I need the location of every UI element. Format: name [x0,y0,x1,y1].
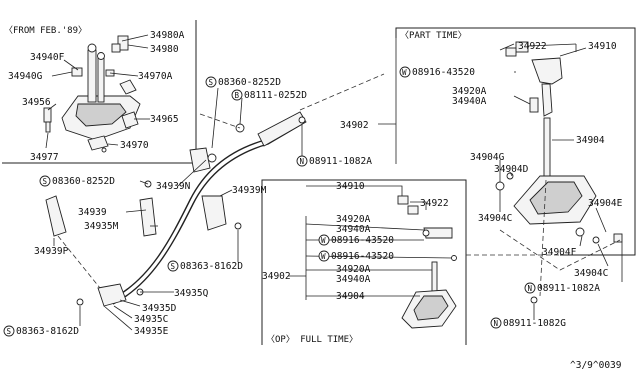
s-symbol-08363-b [3,325,15,337]
label-34904D: 34904D [494,164,529,175]
label-08911-1082A-a: 08911-1082A [309,156,372,167]
s-symbol-08363-a [167,260,179,272]
label-34922-pt: 34922 [518,41,547,52]
feb89-leaders [45,34,150,149]
part-time-caption: 〈PART TIME〉 [400,30,467,41]
label-34956: 34956 [22,97,51,108]
s-symbol-08360-b [39,175,51,187]
control-cable-illustration [45,111,307,307]
s-prefix-08363-b: S [7,327,12,336]
label-34902-main: 34902 [340,120,369,131]
label-08363-8162D-b: 08363-8162D [16,326,79,337]
label-34904F: 34904F [542,247,577,258]
label-08360-8252D-b: 08360-8252D [52,176,115,187]
label-34935Q: 34935Q [174,288,209,299]
label-34920A-pt: 34920A [452,86,487,97]
label-08916-43520-ft-a: 08916-43520 [331,235,394,246]
label-08916-43520-ft-b: 08916-43520 [331,251,394,262]
full-time-caption: 〈OP〉 FULL TIME〉 [266,334,358,345]
n-symbol-08911-c [490,317,502,329]
s-prefix-08360-b: S [43,177,48,186]
label-34940A-ft: 34940A [336,224,371,235]
label-34935D: 34935D [142,303,177,314]
label-34904: 34904 [576,135,605,146]
label-08916-43520-pt: 08916-43520 [412,67,475,78]
b-symbol-08111 [231,89,243,101]
label-34970: 34970 [120,140,149,151]
n-symbol-08911-b [524,282,536,294]
from-feb89-caption: 〈FROM FEB.'89〉 [4,25,87,36]
w-prefix-08916-pt: W [402,68,407,77]
label-34940A-pt: 34940A [452,96,487,107]
label-34935E: 34935E [134,326,169,337]
label-08360-8252D-a: 08360-8252D [218,77,281,88]
label-34980: 34980 [150,44,179,55]
w-prefix-08916-ft-b: W [321,252,326,261]
label-34940A-ft2: 34940A [336,274,371,285]
label-34910-pt: 34910 [588,41,617,52]
label-34904C-b: 34904C [574,268,608,279]
label-34940F: 34940F [30,52,65,63]
part-time-frame [395,27,636,256]
label-34940G: 34940G [8,71,43,82]
w-symbol-08916-ft-b [318,250,330,262]
label-34939: 34939 [78,207,107,218]
label-34904C-a: 34904C [478,213,512,224]
label-34939M: 34939M [232,185,267,196]
n-prefix-08911-c: N [494,319,499,328]
label-34922-ft: 34922 [420,198,449,209]
label-34904G: 34904G [470,152,505,163]
n-prefix-08911-a: N [300,157,305,166]
label-34904-ft: 34904 [336,291,365,302]
b-prefix-08111: B [235,91,240,100]
w-symbol-08916-pt [399,66,411,78]
label-34902-ft: 34902 [262,271,291,282]
part-time-lever-illustration [495,41,623,304]
label-34965: 34965 [150,114,179,125]
label-34920A-ft: 34920A [336,214,371,225]
label-34920A-ft2: 34920A [336,264,371,275]
n-prefix-08911-b: N [528,284,533,293]
s-prefix-08360-a: S [209,78,214,87]
full-time-frame [261,179,467,345]
label-34977: 34977 [30,152,59,163]
label-08911-1082A-b: 08911-1082A [537,283,600,294]
label-34935M: 34935M [84,221,119,232]
label-08363-8162D-a: 08363-8162D [180,261,243,272]
s-prefix-08363-a: S [171,262,176,271]
n-symbol-08911-a [296,155,308,167]
w-symbol-08916-ft-a [318,234,330,246]
part-time-leaders [395,38,623,320]
middle-leaders [53,73,396,331]
label-08111-0252D: 08111-0252D [244,90,307,101]
label-34904E: 34904E [588,198,623,209]
s-symbol-08360-a [205,76,217,88]
w-prefix-08916-ft-a: W [321,236,326,245]
label-34935C: 34935C [134,314,168,325]
label-34939N: 34939N [156,181,191,192]
label-34980A: 34980A [150,30,185,41]
label-34939P: 34939P [34,246,69,257]
label-08911-1082G: 08911-1082G [503,318,566,329]
label-34910-ft: 34910 [336,181,365,192]
diagram-code: ^3/9^0039 [570,360,622,371]
full-time-lever-illustration [397,195,457,329]
label-34970A: 34970A [138,71,173,82]
